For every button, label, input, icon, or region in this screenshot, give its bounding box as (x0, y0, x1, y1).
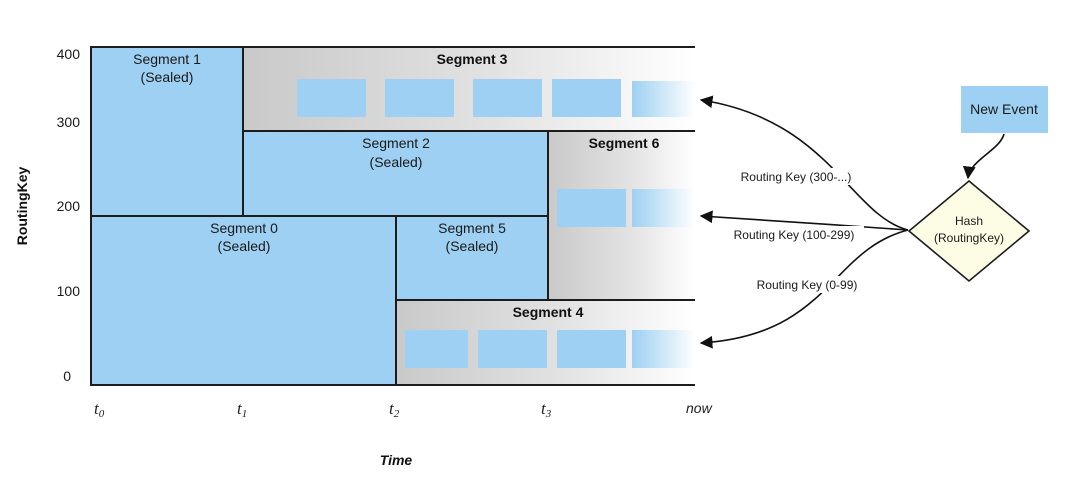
segment-6-active: Segment 6 (548, 130, 695, 300)
event-block-fading (632, 189, 695, 227)
hash-node: Hash (RoutingKey) (907, 179, 1031, 283)
event-block (385, 79, 454, 117)
segment-4-active: Segment 4 (396, 299, 695, 386)
event-block-fading (632, 81, 695, 117)
segment-1-state: (Sealed) (141, 69, 194, 85)
routing-labels: Routing Key (300-...) Routing Key (100-2… (725, 168, 865, 293)
segment-4-label: Segment 4 (513, 304, 584, 320)
y-tick: 100 (57, 283, 81, 299)
y-tick: 300 (57, 114, 81, 130)
x-tick-t2: t2 (389, 399, 400, 420)
segment-2-sealed: Segment 2 (Sealed) (242, 130, 549, 217)
segment-5-state: (Sealed) (446, 238, 499, 254)
arrow-event-to-hash (962, 133, 1005, 180)
event-block (405, 330, 468, 368)
segment-0-state: (Sealed) (218, 238, 271, 254)
arrow-route-mid (699, 210, 909, 231)
segment-5-sealed: Segment 5 (Sealed) (395, 215, 549, 301)
segment-0-name: Segment 0 (210, 220, 278, 236)
x-axis: t0 t1 t2 t3 now Time (94, 399, 713, 468)
event-block (473, 79, 542, 117)
segment-2-state: (Sealed) (370, 154, 423, 170)
segment-1-name: Segment 1 (133, 51, 201, 67)
segment-0-sealed: Segment 0 (Sealed) (90, 215, 397, 386)
x-tick-t0: t0 (94, 399, 105, 420)
routing-label-high: Routing Key (300-...) (741, 170, 852, 184)
y-tick: 200 (57, 198, 81, 214)
hash-sublabel: (RoutingKey) (934, 231, 1004, 245)
new-event-node: New Event (961, 86, 1048, 133)
event-block (552, 79, 621, 117)
event-block (557, 330, 626, 368)
hash-label: Hash (955, 214, 983, 228)
segment-6-label: Segment 6 (589, 135, 660, 151)
x-tick-t1: t1 (237, 399, 247, 420)
y-axis: 400 300 200 100 0 RoutingKey (14, 46, 80, 384)
segment-2-name: Segment 2 (362, 135, 430, 151)
event-block (557, 189, 626, 227)
segment-3-active: Segment 3 (243, 46, 695, 131)
routing-label-mid: Routing Key (100-299) (734, 228, 855, 242)
segment-5-name: Segment 5 (438, 220, 506, 236)
routing-label-low: Routing Key (0-99) (757, 278, 858, 292)
segment-1-sealed: Segment 1 (Sealed) (90, 46, 244, 217)
event-block (297, 79, 366, 117)
event-block (478, 330, 547, 368)
y-tick: 0 (63, 368, 71, 384)
segment-3-label: Segment 3 (437, 51, 508, 67)
x-tick-now: now (686, 400, 713, 416)
x-axis-title: Time (380, 452, 413, 468)
x-tick-t3: t3 (541, 399, 552, 420)
y-tick: 400 (57, 46, 81, 62)
new-event-label: New Event (970, 101, 1038, 117)
arrow-route-high (699, 95, 909, 231)
y-axis-title: RoutingKey (14, 167, 30, 246)
event-block-fading (632, 330, 695, 368)
